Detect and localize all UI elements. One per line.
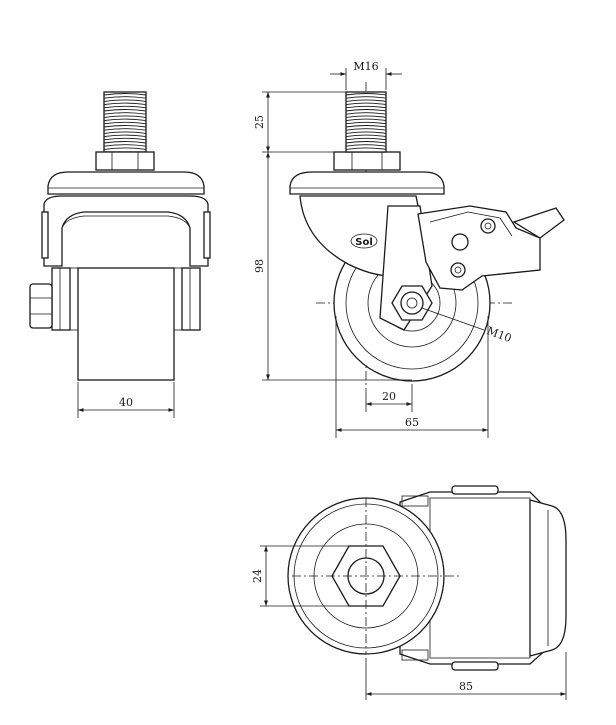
thread-line [103,109,147,112]
thread-line [103,105,147,109]
dim-wheel-width: 40 [119,396,133,409]
thread-line [103,137,147,141]
dim-overall-height: 98 [253,259,266,273]
thread-line [345,105,387,109]
side-thread-lines [345,93,387,150]
front-top-plate [47,171,205,195]
thread-line [103,96,147,99]
thread-line [345,93,387,96]
side-brake-pivot-lower [450,262,466,278]
side-brake-pivot-upper [451,233,469,251]
side-brake-pedal [512,207,565,239]
thread-line [345,125,387,128]
thread-line [345,128,387,131]
thread-line [103,141,147,144]
brand-logo: Sol [350,233,378,249]
side-brake-pivot-top [480,218,496,234]
side-brake-lever [417,205,541,291]
top-brake-rivets-lower [451,661,499,671]
thread-line [345,96,387,99]
dim-axle-offset: 20 [382,390,396,403]
thread-line [345,131,387,134]
thread-line [345,144,387,147]
thread-line [103,147,147,150]
thread-line [345,99,387,102]
thread-line [103,128,147,131]
thread-line [103,125,147,128]
dim-total-length: 85 [459,680,473,693]
thread-line [345,115,387,118]
brand-logo-text: Sol [355,237,373,248]
dim-swivel-radius: 65 [405,416,419,429]
thread-line [103,118,147,122]
dim-axle-bolt: M10 [485,324,513,345]
side-axle-bolt [400,291,424,315]
dim-thread-size: M16 [353,60,378,73]
thread-line [345,141,387,144]
side-top-plate [289,171,445,195]
top-brake-rivets-upper [451,485,499,495]
thread-line [103,121,147,125]
thread-line [103,134,147,138]
front-wheel [77,267,175,381]
front-fork-edge-right [203,211,211,259]
front-view: 40 [29,91,211,418]
thread-line [345,112,387,115]
side-hex-nut [333,151,401,171]
dim-stem-length: 25 [253,115,266,129]
thread-line [345,134,387,138]
top-view: 24 85 [251,485,567,700]
thread-line [345,137,387,141]
thread-line [345,109,387,112]
thread-line [345,147,387,150]
front-axle-nut [29,283,53,329]
thread-line [345,121,387,125]
front-fork-leg-right [181,267,201,331]
thread-line [103,99,147,102]
thread-line [103,93,147,96]
thread-line [103,112,147,115]
thread-line [103,131,147,134]
front-fork-body [43,195,209,267]
front-fork-leg-left [51,267,71,331]
thread-line [103,102,147,106]
dim-nut-size: 24 [251,569,264,583]
thread-line [345,118,387,122]
thread-line [103,144,147,147]
front-hex-nut [95,151,155,171]
front-thread-lines [103,93,147,150]
thread-line [103,115,147,118]
side-view: Sol M16 25 98 M10 20 65 [253,60,565,438]
thread-line [345,102,387,106]
front-fork-edge-left [41,211,49,259]
